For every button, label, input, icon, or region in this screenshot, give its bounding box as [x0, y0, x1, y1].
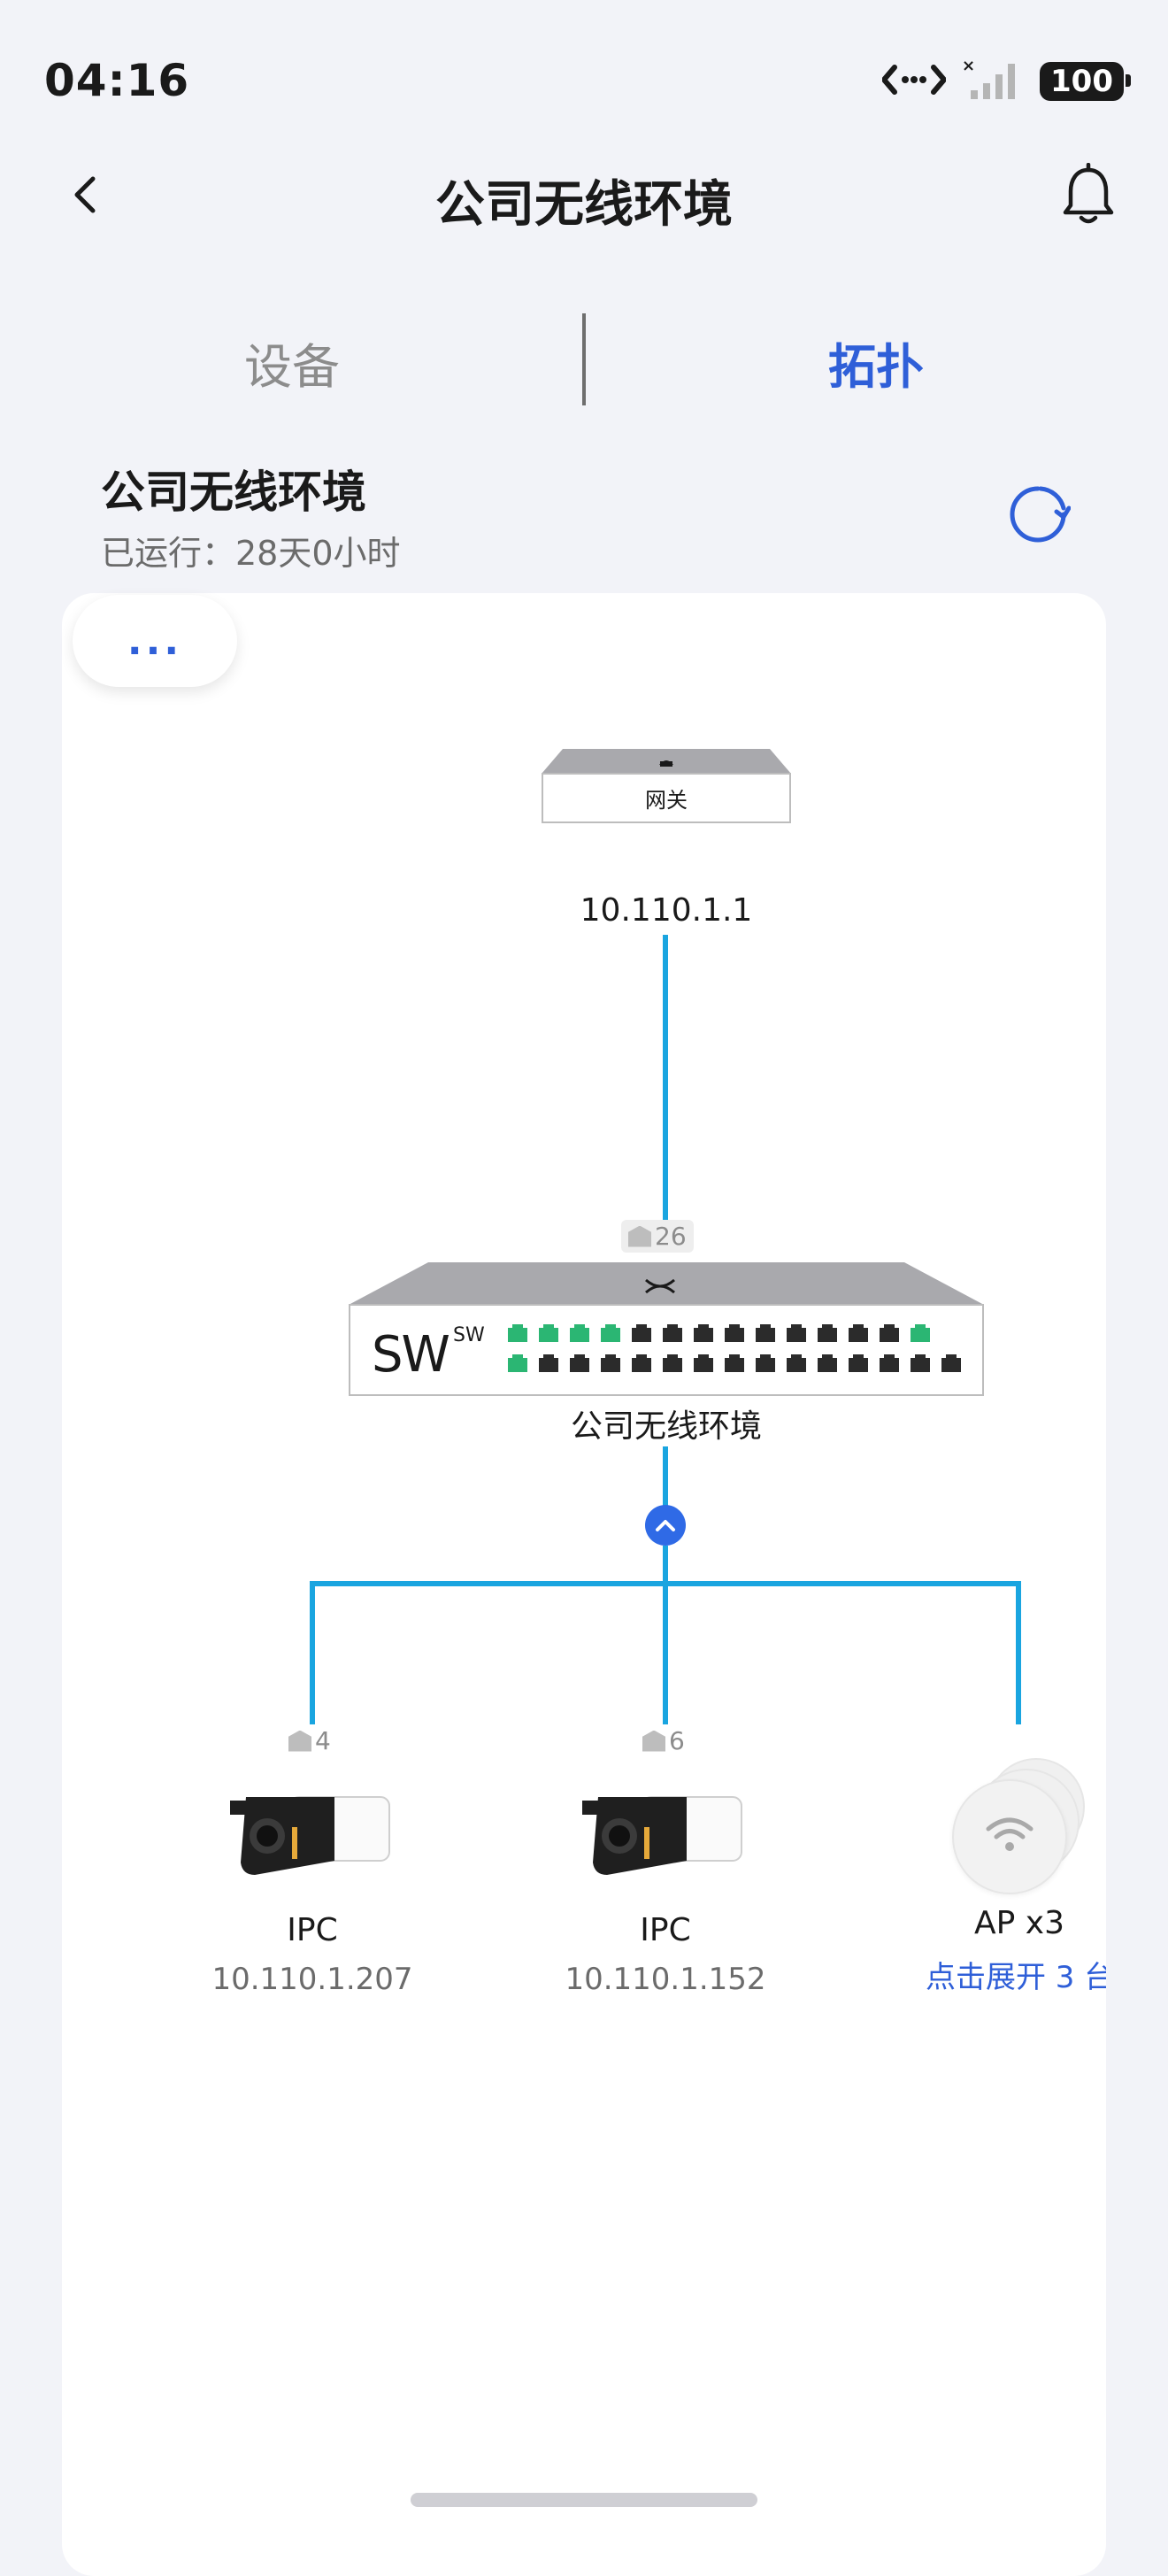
switch-port	[818, 1324, 837, 1342]
switch-port	[508, 1324, 527, 1342]
tab-divider	[582, 313, 586, 405]
gateway-label: 网关	[645, 788, 688, 813]
port-icon	[288, 1730, 311, 1752]
link-switch-collapse	[663, 1446, 668, 1526]
switch-port	[539, 1354, 558, 1372]
ipc-1-node[interactable]	[228, 1792, 396, 1884]
switch-port-count: 26	[621, 1220, 694, 1253]
more-button[interactable]: ...	[73, 595, 237, 687]
switch-port	[570, 1324, 589, 1342]
switch-port	[911, 1324, 930, 1342]
switch-port	[787, 1324, 806, 1342]
collapse-button[interactable]	[645, 1505, 686, 1546]
chevron-left-icon	[74, 176, 96, 213]
page-title: 公司无线环境	[435, 176, 733, 234]
refresh-icon	[1010, 486, 1072, 543]
switch-port	[818, 1354, 837, 1372]
ap-group-node[interactable]	[952, 1758, 1094, 1894]
ipc-2-port-count-value: 6	[669, 1726, 685, 1755]
port-icon	[628, 1225, 651, 1247]
home-indicator	[411, 2493, 757, 2507]
switch-tag-small: SW	[453, 1324, 485, 1346]
switch-port	[694, 1354, 713, 1372]
tab-devices[interactable]: 设备	[244, 339, 340, 395]
port-icon	[642, 1730, 665, 1752]
ipc-1-label: IPC	[287, 1912, 338, 1948]
switch-port	[539, 1324, 558, 1342]
switch-port	[756, 1324, 775, 1342]
bell-icon	[1063, 163, 1114, 224]
switch-node[interactable]: SW SW	[349, 1262, 984, 1397]
link-to-ap-group	[1016, 1581, 1021, 1724]
camera-icon	[582, 1796, 742, 1875]
switch-name: 公司无线环境	[570, 1408, 762, 1445]
ipc-2-ip: 10.110.1.152	[565, 1962, 766, 1997]
switch-port	[849, 1354, 868, 1372]
switch-port-count-value: 26	[655, 1222, 687, 1251]
ap-group-expand-text: 点击展开 3 台	[926, 1960, 1106, 1995]
switch-port	[632, 1324, 651, 1342]
signal-bars-icon: ×	[962, 57, 1024, 104]
switch-port	[941, 1354, 961, 1372]
switch-port	[601, 1324, 620, 1342]
tab-topology[interactable]: 拓扑	[828, 339, 924, 395]
switch-port	[725, 1354, 744, 1372]
link-to-ipc-1	[310, 1581, 315, 1724]
ipc-1-ip: 10.110.1.207	[211, 1962, 413, 1997]
switch-port	[632, 1354, 651, 1372]
ap-group-label: AP x3	[974, 1905, 1064, 1941]
switch-port	[880, 1324, 899, 1342]
switch-port	[601, 1354, 620, 1372]
switch-device-image	[349, 1262, 984, 1396]
gateway-device-image	[542, 749, 791, 823]
ipc-2-port-count: 6	[642, 1726, 685, 1755]
ipc-2-node[interactable]	[580, 1792, 749, 1884]
switch-port	[570, 1354, 589, 1372]
switch-port	[911, 1354, 930, 1372]
switch-port	[756, 1354, 775, 1372]
ap-group-expand-link[interactable]: 点击展开 3 台	[926, 1953, 1106, 1995]
switch-port	[663, 1324, 682, 1342]
switch-port	[725, 1324, 744, 1342]
ipc-1-port-count-value: 4	[315, 1726, 331, 1755]
svg-text:×: ×	[962, 58, 975, 75]
data-transfer-icon	[880, 60, 948, 103]
camera-icon	[230, 1796, 390, 1875]
switch-tag-big: SW	[372, 1326, 450, 1384]
uptime-text: 已运行：28天0小时	[101, 534, 401, 573]
switch-port	[849, 1324, 868, 1342]
switch-port	[663, 1354, 682, 1372]
back-button[interactable]	[53, 164, 115, 226]
link-gateway-switch	[663, 935, 668, 1222]
switch-port	[787, 1354, 806, 1372]
network-name: 公司无线环境	[101, 467, 366, 518]
link-to-ipc-2	[663, 1546, 668, 1724]
battery-indicator: 100	[1040, 62, 1131, 101]
notification-button[interactable]	[1053, 159, 1124, 230]
ipc-1-port-count: 4	[288, 1726, 331, 1755]
switch-port	[880, 1354, 899, 1372]
ipc-2-label: IPC	[640, 1912, 691, 1948]
switch-port	[694, 1324, 713, 1342]
gateway-node[interactable]: 网关	[542, 749, 791, 823]
status-time: 04:16	[44, 55, 190, 106]
wifi-icon	[986, 1817, 1034, 1851]
refresh-button[interactable]	[1005, 482, 1072, 547]
status-icons: × 100	[880, 57, 1131, 104]
gateway-ip: 10.110.1.1	[580, 892, 753, 929]
chevron-up-icon	[656, 1520, 675, 1531]
switch-port	[508, 1354, 527, 1372]
